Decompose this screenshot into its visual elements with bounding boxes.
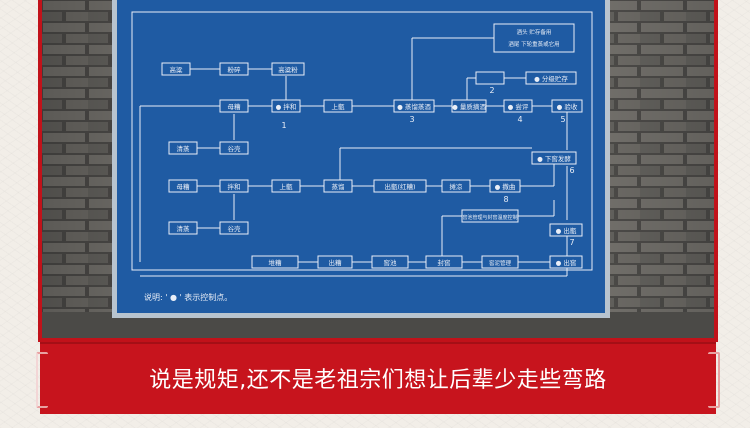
box-storage [525,71,577,85]
box-distilling-2 [323,179,353,193]
board-label: 高粱 [170,65,184,74]
board-label: 高粱粉 [278,65,298,74]
photo-scene: 高粱 粉碎 高粱粉 母糟 ● 拌和 上甑 ● 蒸馏蒸酒 ● 量质摘酒 ● 尝评 … [42,0,714,338]
step-number: 6 [569,166,574,175]
box-out-pit [549,223,583,237]
step-number: 1 [281,121,286,130]
board-label: ● 尝评 [508,102,529,111]
board-label: 窖泥管理 [489,259,512,267]
board-label: 酒头 贮存备用 [517,28,552,36]
board-label: 母糟 [228,102,242,111]
board-label: 清蒸 [177,144,191,153]
box-clear-steam-1 [168,141,198,155]
box-ferment [531,151,577,165]
step-number: 3 [409,115,414,124]
board-label: ● 分级贮存 [534,74,568,83]
board-label: 摊凉 [450,182,464,191]
board-label: 封窖 [438,258,452,267]
box-pit [549,255,583,269]
box-inspection [551,99,583,113]
step-number: 7 [569,238,574,247]
board-label: ● 量质摘酒 [452,102,486,111]
box-mixing-2 [219,179,249,193]
box-koji [489,179,521,193]
board-label: 上甑 [332,102,346,111]
step-number: 5 [560,115,565,124]
box-crushing [219,62,249,76]
box-picking [451,99,487,113]
box-pile [317,255,353,269]
box-sealing [425,255,463,269]
box-mixing [271,99,301,113]
board-label: ● 拌和 [276,102,297,111]
board-label: ● 蒸馏蒸酒 [397,102,431,111]
board-label: 谷壳 [228,224,242,233]
board-label: 谷壳 [228,144,242,153]
step-number: 4 [517,115,522,124]
box-husk-1 [219,141,249,155]
board-label: 窖池管理与封窖温度控制 [462,214,517,221]
box-pit-control [461,209,519,223]
box-out-grains [371,255,409,269]
box-pit-mud [481,255,519,269]
box-steaming-up-2 [271,179,301,193]
step-number: 2 [489,86,494,95]
board-label: 粉碎 [228,65,242,74]
box-clear-steam-2 [168,221,198,235]
board-note: 说明: ' ● ' 表示控制点。 [144,292,232,302]
box-tasting [503,99,533,113]
box-distilling [393,99,435,113]
board-label: 蒸馏 [332,182,346,191]
board-label: 酒尾 下轮重蒸或它用 [508,40,559,48]
box-red-grains [373,179,427,193]
box-feed [251,255,299,269]
box-sorghum [161,62,191,76]
box-head-tail [493,23,575,53]
photo-frame: 高粱 粉碎 高粱粉 母糟 ● 拌和 上甑 ● 蒸馏蒸酒 ● 量质摘酒 ● 尝评 … [38,0,718,342]
board-label: 出糟 [329,258,343,267]
box-steaming-up [323,99,353,113]
box-mother-grains-2 [168,179,198,193]
photo: 高粱 粉碎 高粱粉 母糟 ● 拌和 上甑 ● 蒸馏蒸酒 ● 量质摘酒 ● 尝评 … [42,0,714,338]
board-label: 上甑 [280,182,294,191]
board-label: 拌和 [228,182,241,191]
board-label: ● 撒曲 [495,182,516,191]
board-label: 堆糟 [269,258,283,267]
box-sorghum-flour [271,62,305,76]
board-label: ● 出甑 [556,226,577,235]
board-label: ● 出窖 [556,258,577,267]
board-label: 清蒸 [177,224,191,233]
box-grading [475,71,505,85]
board-label: 出甑(红糟) [384,182,415,191]
caption-text: 说是规矩,还不是老祖宗们想让后辈少走些弯路 [149,368,607,393]
board-label: ● 验收 [557,102,578,111]
box-spreading [441,179,471,193]
board-label: ● 下窖发酵 [537,154,571,163]
box-mother-grains [219,99,249,113]
caption-banner: 说是规矩,还不是老祖宗们想让后辈少走些弯路 [36,342,720,414]
board-label: 窖池 [384,258,398,267]
box-husk-2 [219,221,249,235]
board-label: 母糟 [177,182,191,191]
step-number: 8 [503,195,508,204]
